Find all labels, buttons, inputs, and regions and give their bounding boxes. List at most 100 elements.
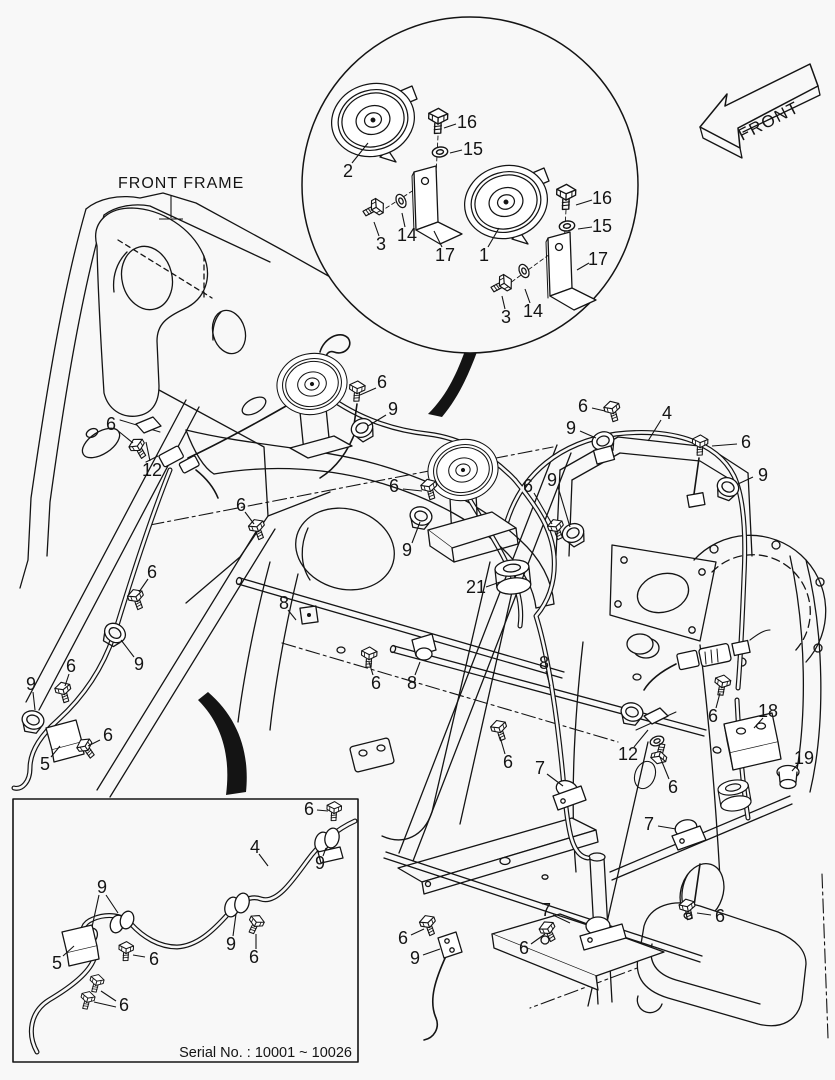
clamp-icon [406,503,435,533]
svg-text:15: 15 [463,139,483,159]
part-callout-9: 9 [120,639,144,674]
svg-text:6: 6 [398,928,408,948]
part-callout-6: 6 [523,476,553,525]
svg-text:12: 12 [618,744,638,764]
clamp-icon [579,916,627,951]
svg-text:7: 7 [535,758,545,778]
part-callout-8: 8 [407,661,421,693]
part-callout-9: 9 [547,470,571,528]
svg-text:3: 3 [501,307,511,327]
svg-text:8: 8 [407,673,417,693]
svg-text:5: 5 [52,953,62,973]
part-callout-6: 6 [359,372,387,396]
part-callout-9: 9 [367,399,398,427]
part-callout-6: 6 [711,432,751,452]
svg-text:9: 9 [226,934,236,954]
svg-text:4: 4 [250,837,260,857]
part-callout-15: 15 [449,139,483,159]
svg-text:9: 9 [97,877,107,897]
part-callout-8: 8 [539,653,551,687]
part-callout-16: 16 [575,188,612,208]
svg-text:9: 9 [388,399,398,419]
svg-text:21: 21 [466,577,486,597]
svg-text:9: 9 [566,418,576,438]
part-callout-4: 4 [250,837,269,867]
bolt-icon [348,379,366,403]
part-callout-15: 15 [577,216,612,236]
svg-text:6: 6 [236,495,246,515]
part-callout-6: 6 [249,934,259,967]
components [18,346,800,959]
svg-text:9: 9 [134,654,144,674]
part-callout-7: 7 [535,758,564,787]
svg-text:2: 2 [343,161,353,181]
svg-text:16: 16 [457,112,477,132]
front-frame-label: FRONT FRAME [118,175,244,192]
svg-text:6: 6 [715,906,725,926]
svg-text:6: 6 [519,938,529,958]
svg-text:6: 6 [578,396,588,416]
part-callout-1: 1 [479,227,500,265]
svg-text:16: 16 [592,188,612,208]
part-callout-14: 14 [523,288,543,321]
serial-number-label: Serial No. : 10001 ~ 10026 [179,1045,352,1061]
svg-text:6: 6 [377,372,387,392]
svg-text:6: 6 [106,414,116,434]
part-callout-6: 6 [578,396,606,416]
front-frame-callout: FRONT FRAME [118,175,244,220]
part-callout-19: 19 [791,748,814,772]
horn-icon [455,155,557,249]
part-callout-6: 6 [398,928,425,948]
part-callout-6: 6 [64,656,76,687]
svg-text:9: 9 [758,465,768,485]
svg-text:6: 6 [371,673,381,693]
part-callout-14: 14 [397,212,417,245]
wiring-harness [11,334,751,1041]
part-callout-9: 9 [315,847,327,873]
svg-text:4: 4 [662,403,672,423]
part-callout-6: 6 [138,562,157,593]
bolt-icon [53,679,75,705]
part-callout-16: 16 [443,112,477,132]
pointer-swoosh [198,348,477,795]
svg-text:8: 8 [279,593,289,613]
part-callout-2: 2 [343,142,369,181]
serial-inset-box: Serial No. : 10001 ~ 10026 [12,798,359,1063]
svg-text:18: 18 [758,701,778,721]
svg-text:9: 9 [26,674,36,694]
wire-clip-icon [635,707,677,731]
part-callout-6: 6 [132,949,159,969]
horn-icon [421,432,519,563]
part-callout-9: 9 [226,913,237,954]
part-callout-9: 9 [91,877,119,928]
part-callout-9: 9 [737,465,768,485]
part-callout-6: 6 [236,495,255,525]
part-callout-9: 9 [26,674,36,711]
bolt-icon [488,717,511,743]
svg-text:6: 6 [149,949,159,969]
part-callout-3: 3 [501,295,511,327]
horn-icon [270,346,354,459]
svg-text:9: 9 [410,948,420,968]
part-callout-6: 6 [389,476,423,496]
svg-text:12: 12 [142,460,162,480]
wire-clip-icon [119,416,162,434]
svg-text:6: 6 [66,656,76,676]
svg-text:6: 6 [741,432,751,452]
svg-text:17: 17 [435,245,455,265]
part-callout-6: 6 [106,414,134,444]
svg-text:17: 17 [588,249,608,269]
svg-text:6: 6 [147,562,157,582]
svg-text:6: 6 [523,476,533,496]
bracket-icon [723,712,782,771]
part-callout-6: 6 [93,990,129,1015]
part-callout-12: 12 [618,729,649,764]
svg-text:15: 15 [592,216,612,236]
part-callout-9: 9 [410,948,441,968]
bracket-icon [545,231,597,311]
part-callout-7: 7 [644,814,677,834]
svg-text:19: 19 [794,748,814,768]
part-callout-17: 17 [433,230,455,265]
